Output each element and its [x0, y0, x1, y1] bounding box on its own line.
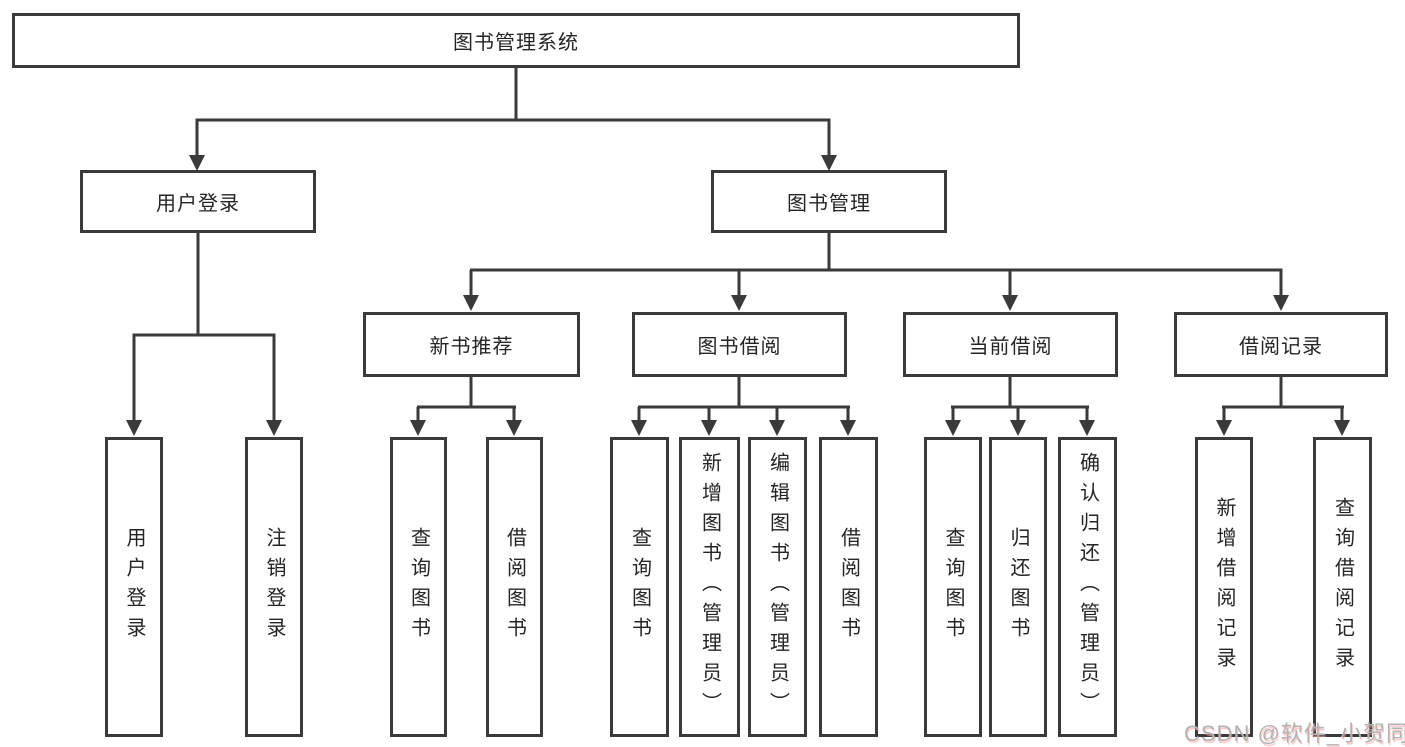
- leaf-user-login: 用户登录: [105, 437, 163, 737]
- node-user-login: 用户登录: [80, 170, 316, 233]
- leaf-return-books: 归还图书: [989, 437, 1047, 737]
- node-library-management-system: 图书管理系统: [12, 13, 1020, 68]
- leaf-add-borrow-record: 新增借阅记录: [1195, 437, 1253, 737]
- leaf-logout: 注销登录: [245, 437, 303, 737]
- node-current-borrowing: 当前借阅: [903, 312, 1118, 377]
- arrowhead-group: [126, 155, 1350, 436]
- leaf-query-books-current: 查询图书: [924, 437, 982, 737]
- leaf-query-books-borrow: 查询图书: [610, 437, 669, 737]
- node-book-borrowing: 图书借阅: [632, 312, 847, 377]
- csdn-watermark: CSDN @软件_小贺同学: [1184, 721, 1405, 746]
- node-borrowing-records: 借阅记录: [1174, 312, 1388, 377]
- leaf-query-borrow-record: 查询借阅记录: [1313, 437, 1372, 737]
- leaf-query-books-recommend: 查询图书: [390, 437, 447, 737]
- leaf-add-books-admin: 新增图书（管理员）: [679, 437, 740, 737]
- node-new-book-recommend: 新书推荐: [363, 312, 580, 377]
- node-book-management: 图书管理: [711, 170, 947, 233]
- leaf-borrow-books-recommend: 借阅图书: [486, 437, 543, 737]
- leaf-edit-books-admin: 编辑图书（管理员）: [748, 437, 807, 737]
- leaf-borrow-books: 借阅图书: [819, 437, 878, 737]
- leaf-confirm-return-admin: 确认归还（管理员）: [1058, 437, 1117, 737]
